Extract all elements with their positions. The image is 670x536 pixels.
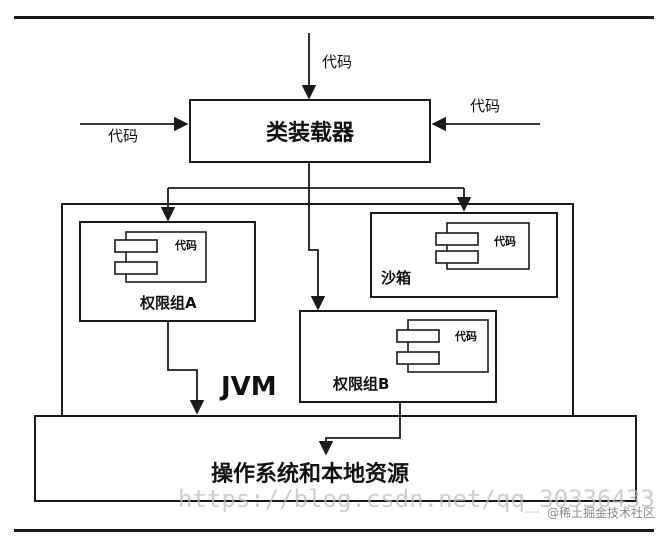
perm-a-component-tab-bottom — [114, 261, 158, 275]
perm-a-component-tab-top — [114, 239, 158, 253]
watermark-brand: @稀土掘金技术社区 — [547, 505, 655, 520]
label-perm-a: 权限组A — [139, 294, 197, 312]
sandbox-component-tab-top — [435, 232, 479, 246]
label-sandbox-code: 代码 — [493, 234, 516, 248]
label-jvm: JVM — [219, 372, 277, 402]
os-resources-box — [34, 415, 637, 502]
label-perm-b: 权限组B — [332, 375, 389, 393]
label-perm-a-code: 代码 — [174, 238, 197, 252]
label-perm-b-code: 代码 — [454, 329, 477, 343]
label-code-top: 代码 — [322, 53, 352, 71]
perm-b-component-tab-top — [396, 329, 440, 343]
perm-b-component-tab-bottom — [396, 351, 440, 365]
label-code-right: 代码 — [470, 97, 500, 115]
arrow-to-perm-b — [308, 188, 326, 311]
label-code-left: 代码 — [108, 127, 138, 145]
arrow-perm-b-to-os — [318, 402, 401, 456]
sandbox-component-tab-bottom — [435, 250, 479, 264]
class-loader-box — [189, 99, 431, 163]
label-sandbox: 沙箱 — [381, 269, 411, 287]
bottom-frame-bar — [14, 529, 654, 532]
top-frame-bar — [14, 16, 654, 19]
label-class-loader: 类装载器 — [266, 120, 355, 146]
label-os-resources: 操作系统和本地资源 — [211, 461, 409, 487]
watermark-url: https://blog.csdn.net/qq_30336433 — [178, 485, 655, 513]
arrow-perm-a-to-os — [167, 321, 205, 415]
